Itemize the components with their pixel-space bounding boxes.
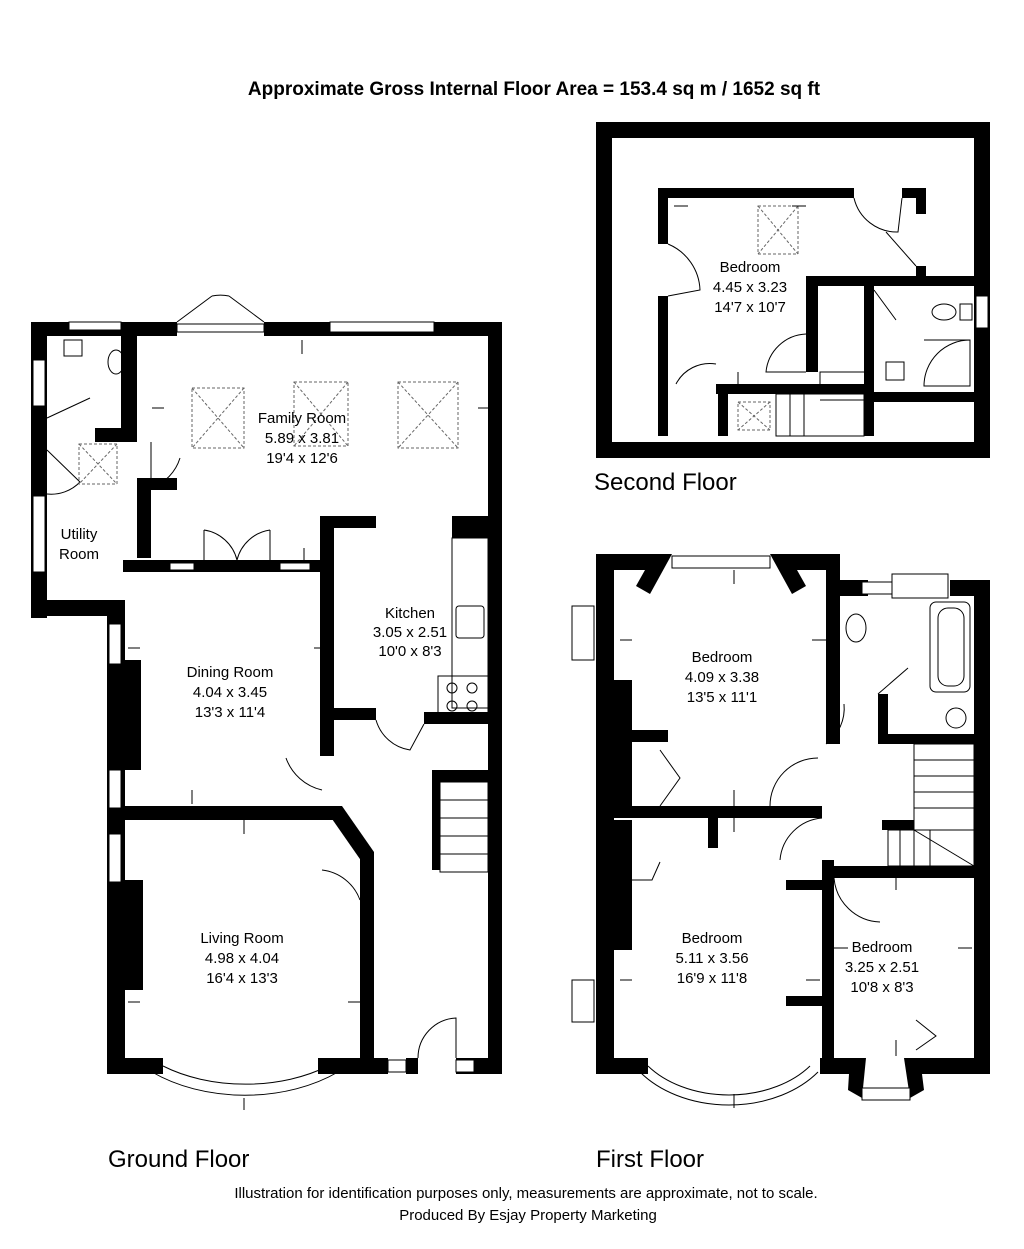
living-room-metric: 4.98 x 4.04 bbox=[205, 950, 279, 967]
first-bedroom-b-metric: 5.11 x 3.56 bbox=[675, 950, 748, 967]
gross-area-title: Approximate Gross Internal Floor Area = … bbox=[248, 79, 821, 100]
ground-floor-labels: Family Room 5.89 x 3.81 19'4 x 12'6 Util… bbox=[59, 410, 447, 987]
family-room-imperial: 19'4 x 12'6 bbox=[266, 450, 338, 467]
second-bedroom-metric: 4.45 x 3.23 bbox=[713, 279, 787, 296]
dining-room-imperial: 13'3 x 11'4 bbox=[195, 704, 266, 721]
dining-room-name: Dining Room bbox=[187, 664, 274, 681]
first-bedroom-c-name: Bedroom bbox=[852, 939, 913, 956]
first-bedroom-a-metric: 4.09 x 3.38 bbox=[685, 669, 759, 686]
kitchen-imperial: 10'0 x 8'3 bbox=[378, 643, 441, 660]
first-bedroom-a-imperial: 13'5 x 11'1 bbox=[687, 689, 758, 706]
second-bedroom-imperial: 14'7 x 10'7 bbox=[714, 299, 786, 316]
family-room-name: Family Room bbox=[258, 410, 346, 427]
producer-credit: Produced By Esjay Property Marketing bbox=[399, 1207, 657, 1224]
first-bedroom-a-name: Bedroom bbox=[692, 649, 753, 666]
kitchen-name: Kitchen bbox=[385, 605, 435, 622]
ground-floor-label: Ground Floor bbox=[108, 1146, 249, 1173]
second-floor-labels: Bedroom 4.45 x 3.23 14'7 x 10'7 bbox=[713, 259, 787, 316]
living-room-imperial: 16'4 x 13'3 bbox=[206, 970, 278, 987]
first-floor-labels: Bedroom 4.09 x 3.38 13'5 x 11'1 Bedroom … bbox=[675, 649, 919, 996]
utility-room-name-2: Room bbox=[59, 546, 99, 563]
first-bedroom-c-imperial: 10'8 x 8'3 bbox=[850, 979, 913, 996]
disclaimer-text: Illustration for identification purposes… bbox=[234, 1185, 817, 1202]
family-room-metric: 5.89 x 3.81 bbox=[265, 430, 339, 447]
first-floor-plan bbox=[571, 554, 990, 1108]
first-floor-label: First Floor bbox=[596, 1146, 704, 1173]
second-floor-label: Second Floor bbox=[594, 469, 737, 496]
second-bedroom-name: Bedroom bbox=[720, 259, 781, 276]
first-bedroom-b-imperial: 16'9 x 11'8 bbox=[677, 970, 748, 987]
first-bedroom-b-name: Bedroom bbox=[682, 930, 743, 947]
first-bedroom-c-metric: 3.25 x 2.51 bbox=[845, 959, 919, 976]
kitchen-metric: 3.05 x 2.51 bbox=[373, 624, 447, 641]
ground-floor-plan bbox=[31, 294, 502, 1110]
utility-room-name-1: Utility bbox=[61, 526, 98, 543]
dining-room-metric: 4.04 x 3.45 bbox=[193, 684, 267, 701]
living-room-name: Living Room bbox=[200, 930, 283, 947]
second-floor-plan bbox=[596, 122, 990, 458]
